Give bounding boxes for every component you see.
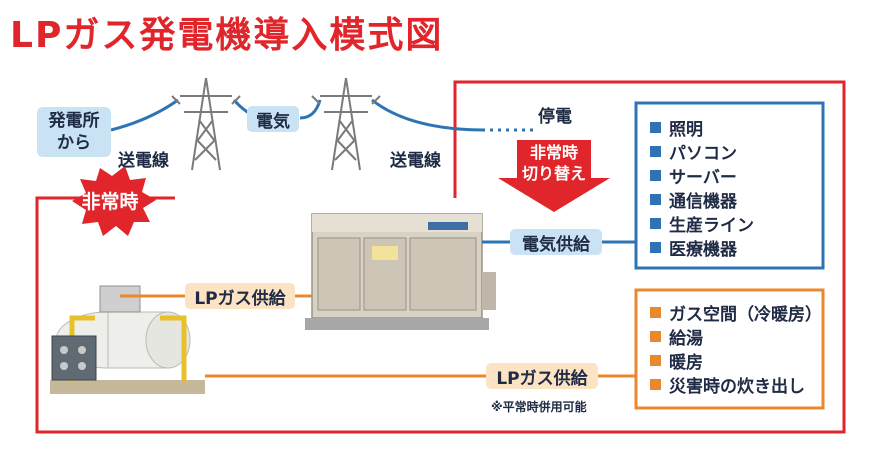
electric-uses-border: [634, 101, 825, 270]
list-item: 医療機器: [650, 235, 821, 260]
list-item: パソコン: [650, 139, 821, 164]
list-item: ガス空間（冷暖房）: [650, 300, 822, 325]
gas-uses-border: [634, 288, 825, 410]
outage-label: 停電: [538, 107, 572, 127]
power-source-label: 発電所 から: [37, 107, 111, 157]
lp-gas-supply-facility-label: LPガス供給: [486, 363, 598, 389]
bullet-square-icon: [650, 241, 661, 253]
wire-label-to-tower2: [299, 99, 322, 120]
wire-source-to-tower1: [110, 98, 179, 132]
generator-image: [305, 213, 496, 330]
emergency-frame: [35, 80, 846, 434]
bullet-square-icon: [650, 193, 661, 205]
list-item: 照明: [650, 115, 821, 140]
lp-gas-supply-generator-label: LPガス供給: [185, 283, 295, 309]
power-source-line2: から: [57, 133, 91, 153]
list-item: 暖房: [650, 348, 821, 373]
list-item: 給湯: [650, 324, 821, 349]
footnote: ※平常時併用可能: [491, 400, 587, 414]
transmission-line-right-label: 送電線: [390, 151, 441, 171]
power-source-line1: 発電所: [48, 111, 100, 131]
list-item: 通信機器: [650, 187, 821, 212]
electricity-supply-label: 電気供給: [510, 229, 602, 255]
transmission-line-left-label: 送電線: [118, 151, 169, 171]
bullet-square-icon: [650, 217, 661, 229]
electricity-label: 電気: [247, 106, 299, 132]
electric-uses-list: 照明 パソコン サーバー 通信機器 生産ライン 医療機器: [638, 105, 821, 266]
bullet-square-icon: [650, 169, 661, 181]
emergency-starburst: [72, 166, 156, 236]
wire-tower2-to-outage: [371, 98, 486, 132]
transmission-tower-icon: [171, 77, 241, 171]
gas-uses-list: ガス空間（冷暖房） 給湯 暖房 災害時の炊き出し: [638, 292, 822, 406]
bullet-square-icon: [650, 306, 661, 318]
bullet-square-icon: [650, 378, 661, 390]
switch-arrow: [498, 140, 610, 212]
transmission-tower-icon: [311, 77, 381, 171]
switch-arrow-text: 非常時 切り替え: [512, 142, 596, 184]
switch-arrow-line1: 非常時: [529, 143, 578, 162]
bullet-square-icon: [650, 354, 661, 366]
page-title: LPガス発電機導入模式図: [10, 15, 444, 56]
list-item: 生産ライン: [650, 211, 821, 236]
list-item: サーバー: [650, 163, 821, 188]
list-item: 災害時の炊き出し: [650, 372, 821, 397]
bullet-square-icon: [650, 145, 661, 157]
emergency-badge: 非常時: [81, 191, 139, 213]
bullet-square-icon: [650, 330, 661, 342]
bullet-square-icon: [650, 121, 661, 133]
switch-arrow-line2: 切り替え: [521, 164, 586, 183]
lp-gas-tank-image: [50, 285, 205, 394]
